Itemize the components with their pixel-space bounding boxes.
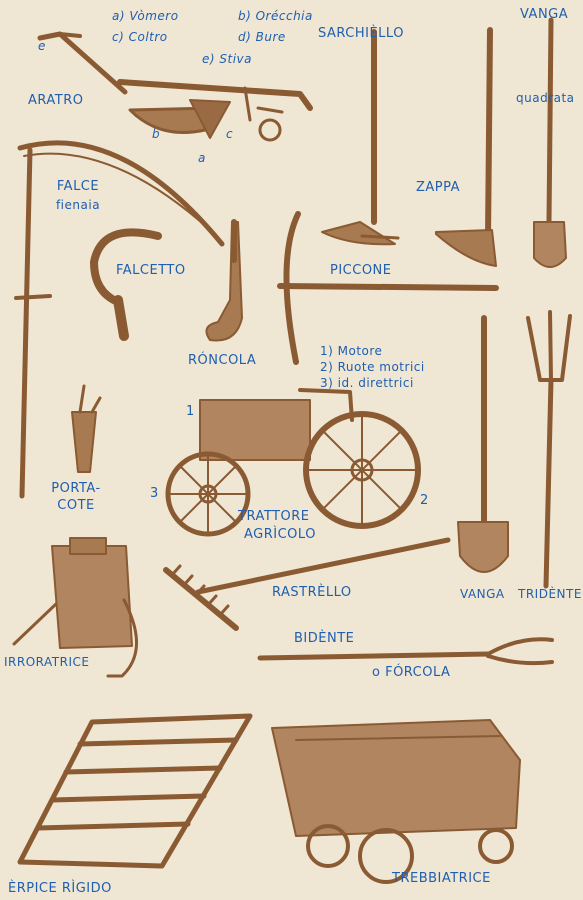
- tractor-number-3: 3: [150, 486, 159, 501]
- vanga-drawing: [457, 315, 509, 573]
- label-vanga: VANGA: [460, 587, 505, 601]
- label-bidente: BIDÈNTE: [294, 631, 355, 646]
- label-fienaia: fienaia: [55, 198, 101, 212]
- label-vanga-top: VANGA: [520, 7, 569, 22]
- plow-part-b: b) Orécchia: [238, 9, 313, 23]
- trebbiatrice-drawing: [271, 719, 521, 884]
- tractor-part-1: 1) Motore: [320, 344, 383, 358]
- label-piccone: PICCONE: [330, 263, 392, 278]
- plow-part-a: a) Vòmero: [112, 9, 179, 23]
- plow-part-c: c) Coltro: [112, 30, 168, 44]
- tractor-drawing: [165, 388, 421, 537]
- vanga-quadrata-drawing: [533, 17, 567, 268]
- label-agricolo: AGRÌCOLO: [244, 527, 316, 542]
- portacote-drawing: [71, 384, 102, 473]
- erpice-drawing: [17, 713, 253, 869]
- label-zappa: ZAPPA: [416, 180, 461, 195]
- tractor-number-1: 1: [186, 404, 195, 419]
- label-irroratrice: IRRORATRICE: [4, 655, 90, 669]
- tractor-part-2: 2) Ruote motrici: [320, 360, 425, 374]
- label-cote: COTE: [57, 498, 95, 513]
- tractor-part-3: 3) id. direttrici: [320, 376, 414, 390]
- rastrello-drawing: [163, 537, 451, 631]
- falce-drawing: [14, 140, 225, 499]
- label-falcetto: FALCETTO: [116, 263, 186, 278]
- plow-part-d: d) Bure: [238, 30, 286, 44]
- plow-letter-c: c: [226, 127, 234, 141]
- irroratrice-drawing: [12, 537, 138, 678]
- tractor-number-2: 2: [420, 493, 429, 508]
- plow-letter-e: e: [38, 39, 46, 53]
- label-sarchiello: SARCHIÈLLO: [318, 26, 404, 41]
- bidente-drawing: [257, 637, 554, 666]
- plow-part-e: e) Stiva: [202, 52, 252, 66]
- sarchiello-drawing: [321, 29, 400, 246]
- plow-letter-a: a: [198, 151, 206, 165]
- zappa-drawing: [435, 27, 497, 267]
- label-tridente: TRIDÈNTE: [518, 587, 582, 601]
- label-quadrata: quadrata: [516, 91, 575, 105]
- label-erpice: ÈRPICE RÌGIDO: [8, 881, 112, 896]
- roncola-drawing: [205, 219, 243, 342]
- piccone-drawing: [277, 211, 499, 365]
- label-falce: FALCE: [56, 179, 100, 194]
- label-porta: PORTA-: [51, 481, 101, 496]
- label-rastrello: RASTRÈLLO: [272, 585, 352, 600]
- label-aratro: ARATRO: [28, 93, 84, 108]
- plow-drawing: [37, 31, 313, 142]
- label-forcola: o FÓRCOLA: [372, 665, 451, 680]
- falcetto-drawing: [90, 228, 162, 341]
- label-trebbiatrice: TREBBIATRICE: [392, 871, 491, 886]
- label-trattore: TRATTORE: [238, 509, 310, 524]
- label-roncola: RÓNCOLA: [188, 353, 257, 368]
- tridente-drawing: [526, 310, 572, 589]
- plow-letter-b: b: [152, 127, 161, 141]
